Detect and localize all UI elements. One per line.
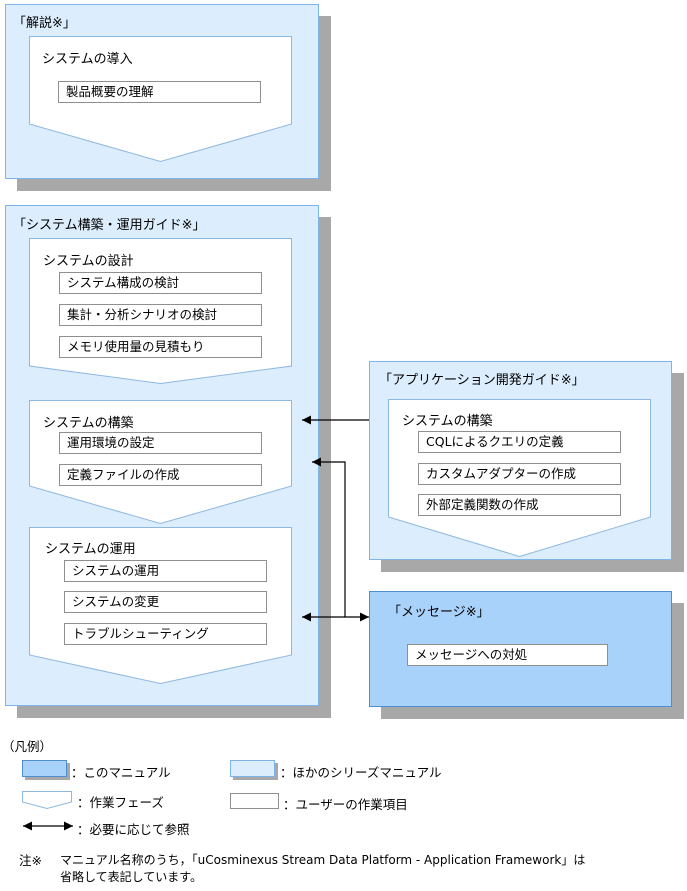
task-item: システム構成の検討	[59, 272, 262, 294]
note-line-2: 省略して表記しています。	[60, 870, 203, 884]
task-item: CQLによるクエリの定義	[418, 431, 621, 453]
manual-title: 「メッセージ※」	[388, 605, 490, 620]
legend-this-manual-label: ：このマニュアル	[71, 765, 171, 780]
legend-arrow-swatch	[23, 821, 73, 831]
manual-title: 「アプリケーション開発ガイド※」	[379, 373, 585, 388]
task-item: 集計・分析シナリオの検討	[59, 304, 262, 326]
task-item: システムの変更	[64, 591, 267, 613]
task-item: 運用環境の設定	[59, 432, 262, 454]
task-item: 製品概要の理解	[58, 81, 261, 103]
legend-other-manual-swatch	[230, 760, 275, 777]
legend-heading: （凡例）	[2, 739, 53, 754]
task-item: メモリ使用量の見積もり	[59, 336, 262, 358]
legend-arrow-label: ：必要に応じて参照	[77, 822, 190, 837]
task-item: トラブルシューティング	[64, 623, 267, 645]
task-item: カスタムアダプターの作成	[418, 463, 621, 485]
phase-title: システムの設計	[43, 254, 134, 269]
phase-kouchiku: システムの構築	[29, 400, 292, 524]
task-item: 定義ファイルの作成	[59, 464, 262, 486]
task-item: システムの運用	[64, 560, 267, 582]
legend-phase-label: ：作業フェーズ	[77, 795, 164, 810]
phase-shape	[29, 400, 292, 524]
legend-this-manual-swatch	[22, 760, 67, 777]
phase-title: システムの構築	[43, 416, 134, 431]
phase-title: システムの構築	[402, 414, 493, 429]
legend-phase-swatch	[22, 791, 72, 809]
task-item: メッセージへの対処	[407, 644, 608, 666]
task-item: 外部定義関数の作成	[418, 494, 621, 516]
legend-other-manual-label: ：ほかのシリーズマニュアル	[280, 765, 442, 780]
legend-task-swatch	[230, 793, 279, 809]
note-marker: 注※	[19, 853, 42, 868]
legend-task-label: ：ユーザーの作業項目	[283, 797, 408, 812]
manual-title: 「解説※」	[13, 16, 76, 31]
phase-title: システムの運用	[45, 542, 136, 557]
phase-title: システムの導入	[42, 52, 133, 67]
manual-title: 「システム構築・運用ガイド※」	[13, 218, 206, 233]
note-line-1: マニュアル名称のうち，「uCosminexus Stream Data Plat…	[60, 853, 586, 867]
